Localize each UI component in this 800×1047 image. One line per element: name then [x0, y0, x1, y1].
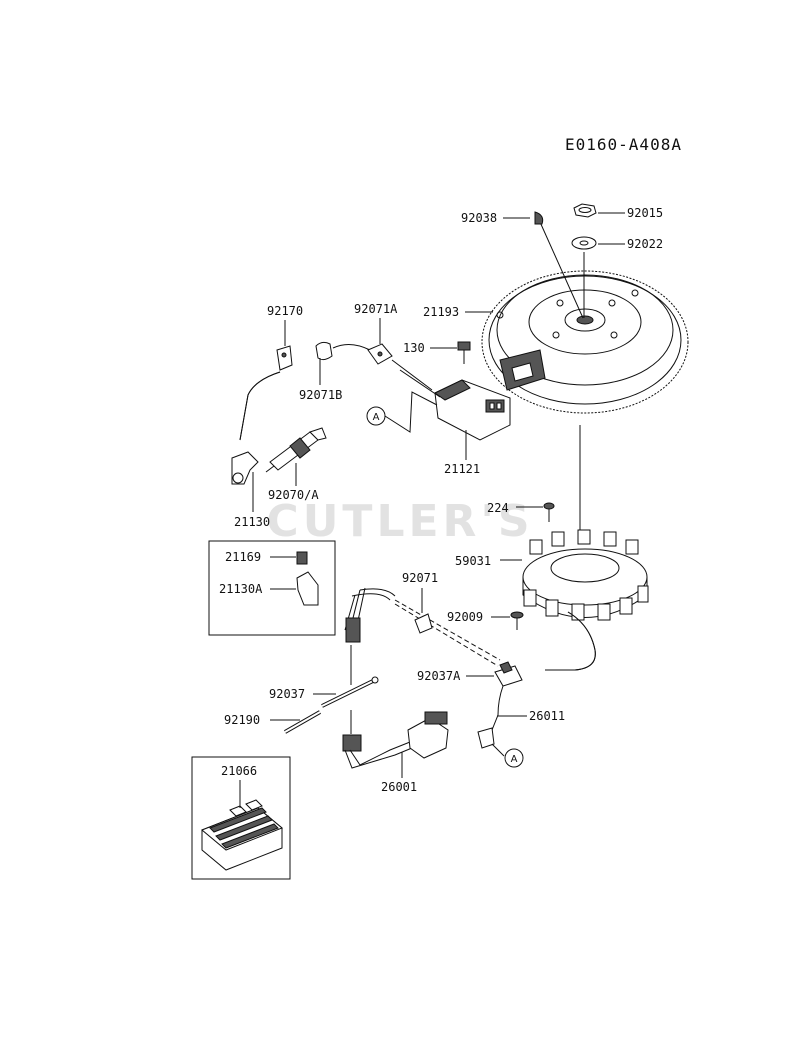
watermark: CUTLER'S — [266, 496, 533, 547]
part-label-92037A: 92037A — [417, 669, 461, 683]
terminal-26011-icon — [477, 727, 495, 749]
pin-92190-icon — [284, 710, 321, 734]
part-label-21193: 21193 — [423, 305, 459, 319]
plug-boot-21130-icon — [231, 451, 259, 485]
plug-cap-92071B-icon — [315, 341, 333, 361]
clamp-92170-icon — [276, 345, 293, 371]
part-label-21169: 21169 — [225, 550, 261, 564]
screw-224-icon — [543, 502, 555, 522]
svg-text:A: A — [511, 754, 518, 765]
boot-21130A-icon — [296, 571, 319, 606]
pin-92037-icon — [321, 676, 379, 708]
part-label-21066: 21066 — [221, 764, 257, 778]
part-label-92037: 92037 — [269, 687, 305, 701]
inset-box-cap — [208, 540, 336, 636]
part-label-92038: 92038 — [461, 211, 497, 225]
part-label-92071B: 92071B — [299, 388, 342, 402]
flywheel — [481, 270, 689, 414]
part-label-224: 224 — [487, 501, 509, 515]
inset-box-regulator — [191, 756, 291, 880]
harness-26001 — [342, 711, 449, 769]
part-label-92022: 92022 — [627, 237, 663, 251]
part-label-59031: 59031 — [455, 554, 491, 568]
part-label-92070A: 92070/A — [268, 488, 319, 502]
clamp-92037A-icon — [494, 661, 523, 687]
part-label-92071: 92071 — [402, 571, 438, 585]
harness-92071 — [344, 587, 501, 667]
nut-icon — [573, 203, 597, 218]
diagram-code: E0160-A408A — [565, 135, 682, 154]
ignition-coil — [399, 369, 511, 441]
screw-92009-icon — [510, 611, 524, 630]
part-label-21130A: 21130A — [219, 582, 263, 596]
spark-plug-icon — [265, 427, 327, 473]
regulator-21066-icon — [201, 799, 283, 871]
part-label-130: 130 — [403, 341, 425, 355]
part-label-21121: 21121 — [444, 462, 480, 476]
part-label-92009: 92009 — [447, 610, 483, 624]
ground-clip-92071A-icon — [367, 343, 393, 365]
part-label-92071A: 92071A — [354, 302, 398, 316]
part-label-26001: 26001 — [381, 780, 417, 794]
part-label-21130: 21130 — [234, 515, 270, 529]
part-label-92190: 92190 — [224, 713, 260, 727]
washer-icon — [571, 236, 597, 250]
callout-a-lower: A — [504, 748, 524, 768]
bolt-130-icon — [457, 341, 471, 364]
callout-a-upper: A — [366, 406, 386, 426]
part-label-92170: 92170 — [267, 304, 303, 318]
stator — [522, 529, 649, 621]
part-label-26011: 26011 — [529, 709, 565, 723]
part-label-92015: 92015 — [627, 206, 663, 220]
spring-21169-icon — [296, 551, 308, 565]
key-icon — [534, 211, 544, 225]
svg-text:A: A — [373, 412, 380, 423]
